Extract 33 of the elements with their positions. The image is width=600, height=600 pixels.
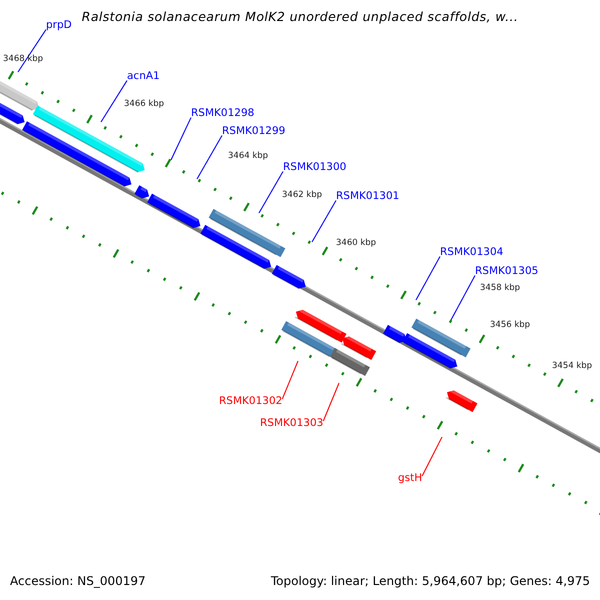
leader-line — [416, 256, 440, 300]
scale-label: 3454 kbp — [552, 362, 592, 372]
scale-label: 3460 kbp — [336, 239, 376, 248]
gene-label: RSMK01302 — [219, 396, 282, 408]
leader-line — [196, 135, 222, 180]
leader-line — [322, 382, 340, 422]
scale-label: 3462 kbp — [282, 191, 322, 200]
leader-line — [18, 29, 46, 72]
leader-line — [422, 436, 442, 476]
gene-label: RSMK01301 — [336, 191, 400, 203]
gene-label: RSMK01303 — [260, 418, 324, 430]
leader-line — [312, 200, 336, 242]
genome-summary-text: Topology: linear; Length: 5,964,607 bp; Genes: 4,975 — [270, 575, 590, 588]
scale-label: 3464 kbp — [228, 152, 268, 162]
scale-label: 3456 kbp — [490, 321, 530, 330]
gene-label: RSMK01298 — [191, 108, 254, 120]
leader-line — [450, 275, 476, 320]
leader-line — [258, 171, 284, 214]
gene-label: RSMK01299 — [222, 126, 286, 138]
scale-label: 3468 kbp — [3, 55, 44, 64]
gene-label: prpD — [46, 20, 72, 32]
leader-line — [100, 80, 128, 122]
scale-label: 3466 kbp — [124, 100, 164, 110]
gene-label: acnA1 — [127, 71, 160, 83]
leader-line — [170, 117, 192, 160]
accession-text: Accession: NS_000197 — [10, 575, 146, 588]
diagram-title: Ralstonia solanacearum MolK2 unordered unplaced scaffolds, w... — [80, 10, 520, 24]
gene-label: RSMK01304 — [440, 247, 504, 259]
gene-label: RSMK01305 — [475, 266, 538, 278]
leader-line — [282, 360, 298, 400]
gene-label: gstH — [398, 473, 422, 485]
gene-label: RSMK01300 — [283, 162, 346, 174]
scale-label: 3458 kbp — [480, 284, 520, 294]
